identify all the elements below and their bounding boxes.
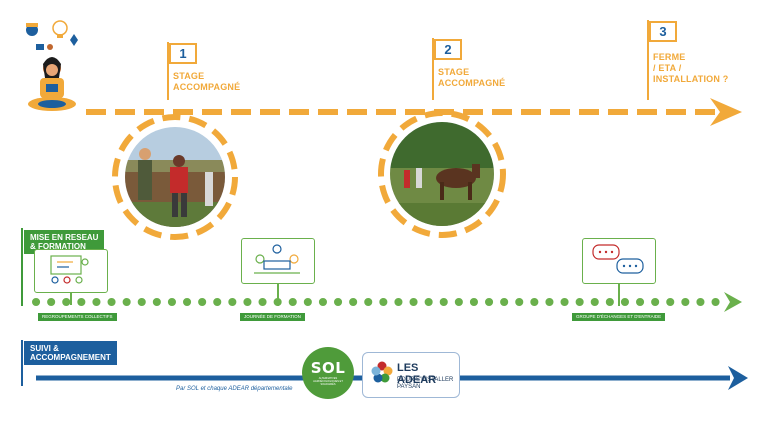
- network-pole: [21, 228, 23, 306]
- stage-1-number: 1: [179, 46, 187, 61]
- stage-2-number: 2: [444, 42, 452, 57]
- item-3-caption: GROUPE D'ÉCHANGES ET D'ENTRAIDE: [572, 313, 666, 321]
- stage-2-flag: 2: [434, 39, 462, 60]
- adear-flower-icon: [371, 361, 393, 383]
- farmer-illustration: [26, 20, 78, 111]
- stage-2-pole: [432, 38, 434, 100]
- sol-logo-word: SOL: [310, 359, 346, 377]
- stage-2-photo: [378, 110, 506, 238]
- stage-3-pole: [647, 20, 649, 100]
- meeting-table-icon: [241, 238, 315, 284]
- item-2-connector: [277, 284, 279, 306]
- chat-bubbles-icon: [582, 238, 656, 284]
- item-1-connector: [70, 293, 72, 305]
- stage-1-flag: 1: [169, 43, 197, 64]
- stage-2-label: STAGE ACCOMPAGNÉ: [438, 67, 506, 88]
- item-2-caption: JOURNÉE DE FORMATION: [240, 313, 305, 321]
- orange-timeline-arrow: [86, 98, 742, 126]
- support-pole: [21, 340, 23, 386]
- sol-logo: SOL ALTERNATIVES AGROÉCOLOGIQUES ET SOLI…: [302, 347, 354, 399]
- stage-3-label: FERME / ETA / INSTALLATION ?: [653, 52, 729, 84]
- item-1-caption: REGROUPEMENTS COLLECTIFS: [38, 313, 117, 321]
- adear-logo: LES ADEAR POUR S'INSTALLER PAYSAN: [362, 352, 460, 398]
- stage-3-number: 3: [659, 24, 667, 39]
- stage-1-pole: [167, 42, 169, 100]
- stage-1-label: STAGE ACCOMPAGNÉ: [173, 71, 241, 92]
- adear-logo-title: LES ADEAR: [397, 362, 437, 386]
- support-caption: Par SOL et chaque ADEAR départementale: [176, 386, 293, 392]
- support-badge: SUIVI & ACCOMPAGNEMENT: [24, 341, 117, 365]
- sol-logo-subtitle: ALTERNATIVES AGROÉCOLOGIQUES ET SOLIDAIR…: [313, 377, 343, 386]
- stage-1-photo: [112, 114, 238, 240]
- item-3-connector: [618, 284, 620, 306]
- whiteboard-group-icon: [34, 249, 108, 293]
- stage-3-flag: 3: [649, 21, 677, 42]
- green-dotted-arrow: [32, 292, 742, 312]
- adear-logo-subtitle: POUR S'INSTALLER PAYSAN: [397, 377, 454, 390]
